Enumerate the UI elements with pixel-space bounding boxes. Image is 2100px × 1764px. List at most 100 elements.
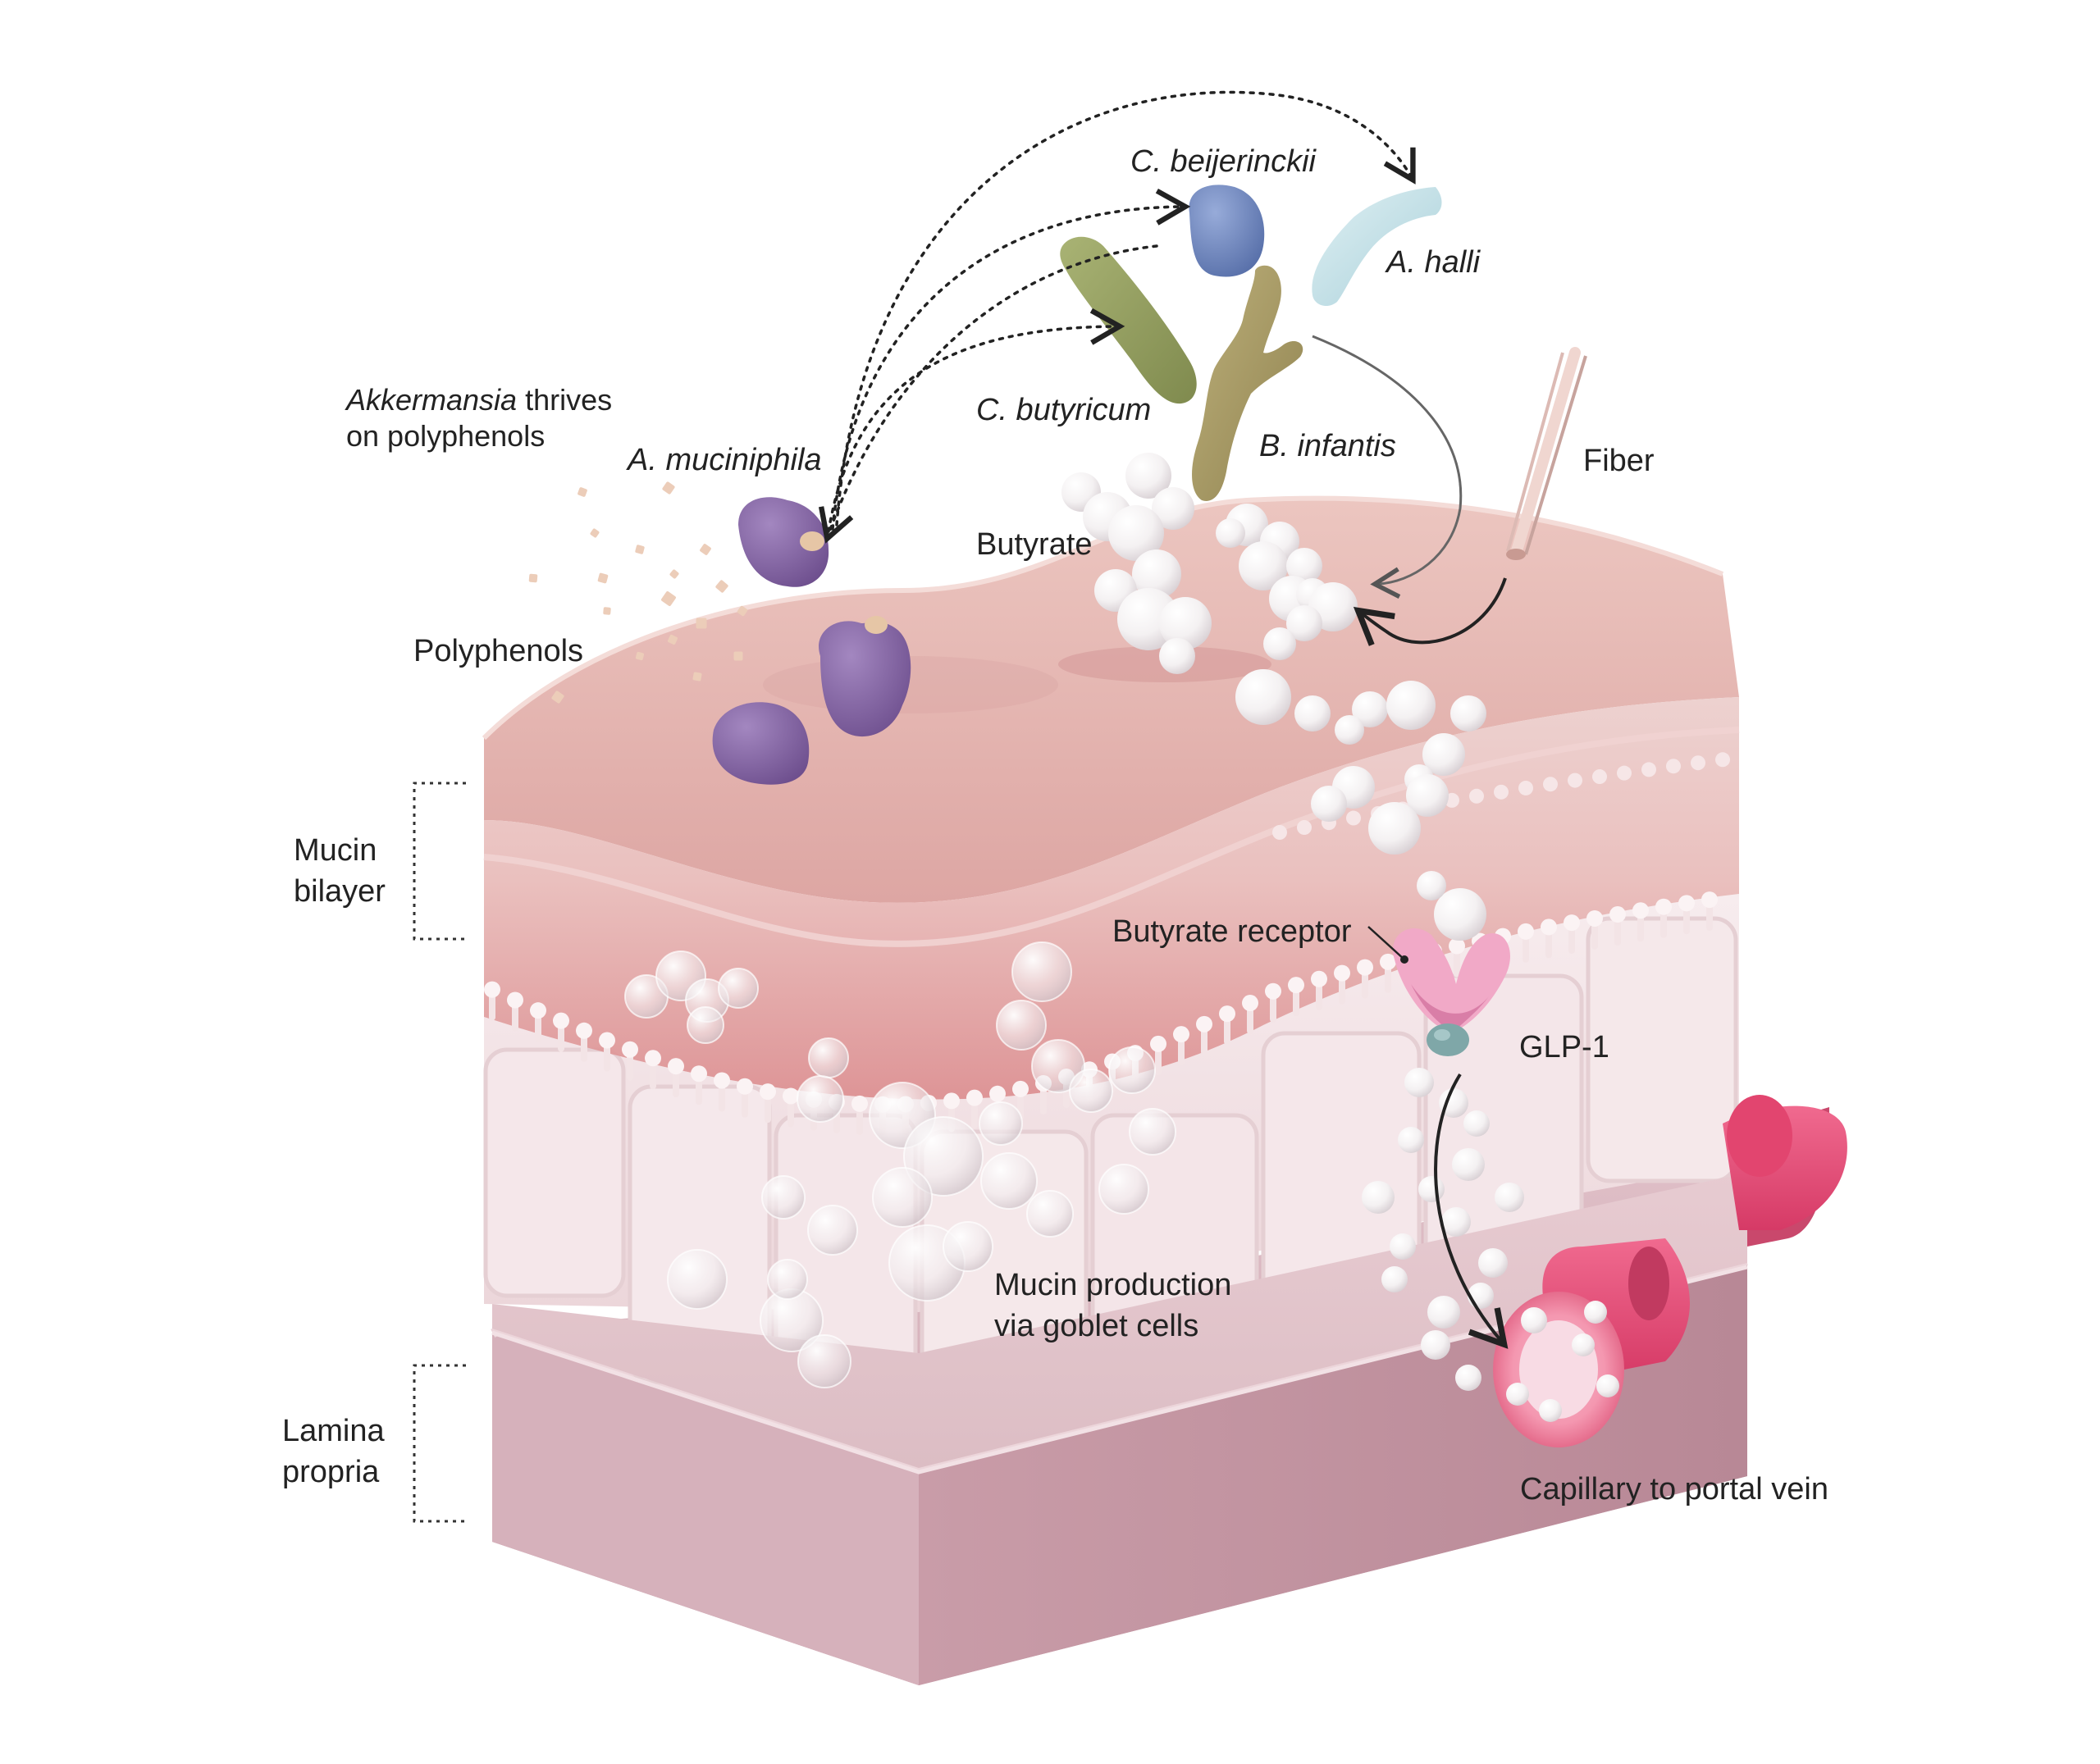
microvillus-stalk <box>1614 918 1621 946</box>
microvillus-tip <box>1609 906 1626 923</box>
butyrate-molecules <box>1061 453 1619 1422</box>
mucin-droplet <box>1011 941 1072 1002</box>
butyrate-molecule <box>1478 1248 1508 1278</box>
microvillus-stalk <box>1224 1017 1230 1046</box>
label-c-beijerinckii: C. beijerinckii <box>1130 144 1316 179</box>
c-butyricum-cell <box>1060 236 1197 404</box>
microvillus-tip <box>1543 777 1558 792</box>
butyrate-molecule <box>1239 541 1288 590</box>
label-butyrate-receptor: Butyrate receptor <box>1112 914 1352 949</box>
butyrate-molecule <box>1368 802 1421 855</box>
microvillus-tip <box>1469 788 1484 804</box>
label-c-butyricum: C. butyricum <box>976 393 1152 427</box>
microvillus-tip <box>1564 914 1580 932</box>
microvillus-tip <box>1666 759 1681 774</box>
microvillus-tip <box>1449 937 1465 955</box>
butyrate-molecule <box>1539 1399 1562 1422</box>
butyrate-molecule <box>1381 1266 1408 1292</box>
microvillus-tip <box>1265 982 1281 1000</box>
microvillus-tip <box>1701 891 1718 909</box>
microvillus-tip <box>1012 1080 1029 1097</box>
microvillus-tip <box>1334 964 1350 982</box>
mucin-droplet <box>996 1000 1047 1051</box>
polyphenol-particle <box>590 528 600 538</box>
mucin-droplet <box>1129 1108 1176 1155</box>
label-lamina-propria: Lamina propria <box>282 1411 385 1493</box>
microvillus-stalk <box>604 1043 610 1072</box>
polyphenol-particle <box>597 572 609 584</box>
butyrate-molecule <box>1455 1365 1481 1391</box>
butyrate-molecule <box>1417 871 1446 900</box>
microvillus-stalk <box>1591 921 1598 950</box>
mucin-droplet <box>761 1175 806 1219</box>
microvillus-tip <box>1272 825 1287 840</box>
butyrate-molecule <box>1452 1148 1485 1181</box>
polyphenol-particle <box>668 635 678 645</box>
butyrate-molecule <box>1294 695 1331 732</box>
butyrate-molecule <box>1422 733 1465 776</box>
microvillus-tip <box>1150 1035 1166 1052</box>
polyphenol-particle <box>715 580 728 593</box>
fiber-strand <box>1506 347 1587 560</box>
polyphenol-particle <box>737 605 748 617</box>
butyrate-molecule <box>1596 1374 1619 1397</box>
microvillus-tip <box>1568 773 1582 788</box>
mucin-droplet <box>807 1205 858 1256</box>
microvillus-stalk <box>1270 994 1276 1023</box>
butyrate-molecule <box>1439 1088 1468 1118</box>
butyrate-molecule <box>1404 1068 1434 1097</box>
microvillus-tip <box>1173 1026 1189 1043</box>
butyrate-molecule <box>1390 1233 1416 1260</box>
arrow-to-c-butyricum <box>827 308 1125 533</box>
akkermansia-note-rest: thrives <box>517 383 613 417</box>
label-glp1: GLP-1 <box>1519 1030 1609 1064</box>
mucin-droplet <box>980 1152 1038 1210</box>
microvillus-tip <box>1242 995 1258 1012</box>
butyrate-molecule <box>1108 505 1164 561</box>
butyrate-molecule <box>1495 1183 1524 1212</box>
microvillus-tip <box>1518 780 1533 795</box>
polyphenol-particles <box>528 481 748 704</box>
mucin-droplet <box>1108 1046 1156 1094</box>
label-mucin-production-line2: via goblet cells <box>994 1309 1199 1343</box>
microvillus-stalk <box>1660 909 1667 938</box>
microvillus-stalk <box>788 1099 794 1128</box>
butyrate-molecule <box>1125 453 1171 499</box>
microvillus-tip <box>599 1032 615 1049</box>
microvillus-tip <box>737 1078 753 1095</box>
microvillus-tip <box>1219 1005 1235 1023</box>
butyrate-molecule <box>1572 1333 1595 1356</box>
label-mucin-bilayer-line2: bilayer <box>294 874 386 909</box>
butyrate-molecule <box>1235 669 1291 725</box>
microvillus-tip <box>1494 784 1509 800</box>
a-halli-cell <box>1312 187 1442 307</box>
butyrate-molecule <box>1286 548 1322 584</box>
microvillus-stalk <box>856 1106 863 1135</box>
microvillus-stalk <box>673 1069 679 1098</box>
microvillus-stalk <box>1155 1046 1162 1075</box>
mucin-droplet <box>797 1334 851 1388</box>
microvillus-tip <box>989 1085 1006 1102</box>
c-beijerinckii-cell <box>1189 185 1265 277</box>
microvillus-tip <box>576 1022 592 1039</box>
butyrate-molecule <box>1311 786 1347 822</box>
microvillus-stalk <box>1683 906 1690 935</box>
label-mucin-production-line1: Mucin production <box>994 1268 1232 1302</box>
mucin-droplet <box>1026 1190 1074 1238</box>
mucin-droplet <box>687 1006 724 1044</box>
microvillus-tip <box>1288 977 1304 994</box>
akkermansia-note: Akkermansia thrives on polyphenols <box>346 382 612 454</box>
butyrate-molecule <box>1463 1110 1490 1137</box>
polyphenol-particle <box>733 651 743 661</box>
cross-feeding-arrows <box>818 90 1416 544</box>
microvillus-tip <box>760 1083 776 1101</box>
microvillus-tip <box>1678 895 1695 912</box>
microvillus-stalk <box>1385 964 1391 993</box>
lamina-propria-bracket <box>413 1364 466 1523</box>
microvillus-stalk <box>696 1077 702 1105</box>
microvillus-tip <box>1715 752 1730 768</box>
butyrate-molecule <box>1216 518 1245 548</box>
arrow-to-a-muciniphila <box>818 244 1158 544</box>
a-muciniphila-cells <box>712 497 911 785</box>
